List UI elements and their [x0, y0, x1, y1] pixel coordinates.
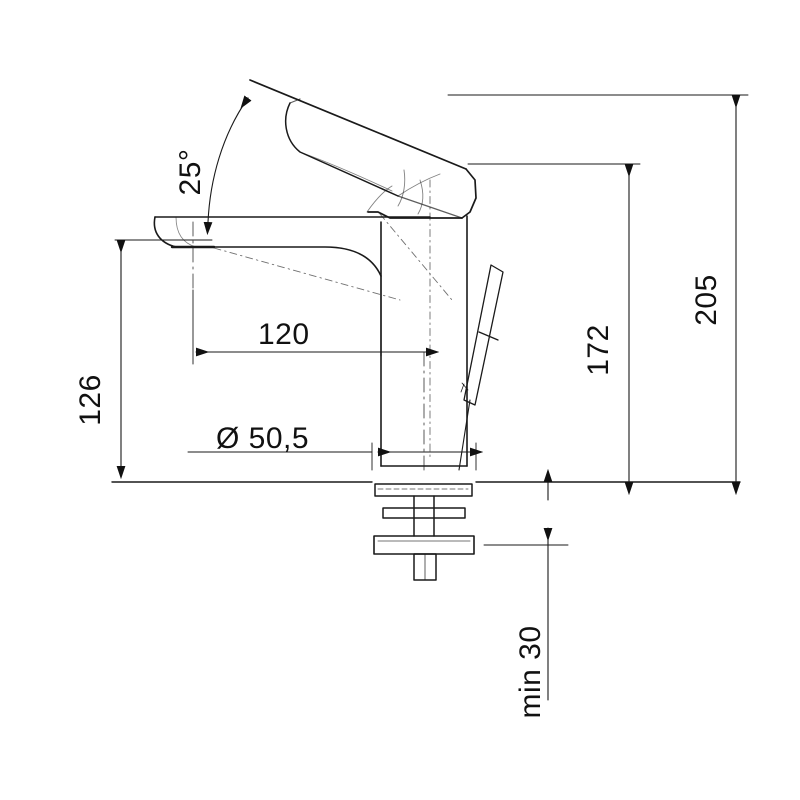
dimension-label-diameter-50-5: Ø 50,5 [216, 422, 309, 455]
dimension-labels: 25° 126 120 Ø 50,5 172 205 min 30 [74, 149, 723, 719]
dimension-label-height-205: 205 [690, 274, 723, 326]
dimension-diameter-50-5 [187, 442, 484, 471]
dimension-min-30 [483, 468, 569, 701]
spout-outline [153, 216, 431, 357]
dimension-reach-120 [192, 289, 440, 365]
dimension-height-205 [447, 94, 749, 496]
popup-drain-rod [458, 264, 504, 471]
dimension-height-172 [467, 163, 641, 496]
dimension-height-126 [114, 239, 213, 480]
dimension-label-height-172: 172 [582, 324, 615, 376]
lever-housing-outline [249, 79, 477, 219]
dimension-label-angle-25: 25° [174, 149, 207, 196]
faucet-body-outline [380, 215, 468, 467]
dimension-label-reach-120: 120 [258, 318, 310, 351]
mounting-hardware [373, 483, 475, 581]
body-hidden-edges [213, 179, 453, 461]
dimension-angle-25 [203, 95, 252, 236]
dimension-label-height-126: 126 [74, 374, 107, 426]
dimension-label-min-30: min 30 [514, 625, 547, 718]
